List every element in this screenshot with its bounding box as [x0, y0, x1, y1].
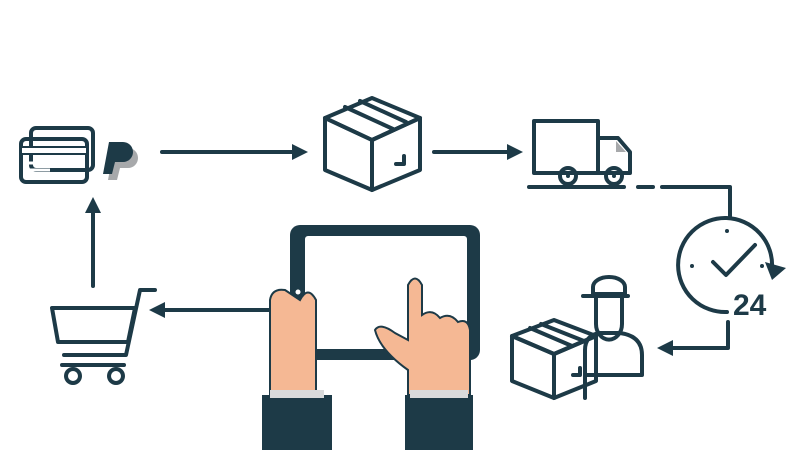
- delivery-truck-icon: [527, 119, 732, 218]
- clock-24-label: 24: [733, 289, 767, 322]
- payment-icon: [19, 126, 138, 184]
- courier-delivery-icon: [510, 275, 644, 400]
- clock-24h-icon: 24: [657, 216, 786, 356]
- package-icon: [323, 96, 422, 192]
- tablet-hands-icon: [262, 225, 480, 450]
- shopping-cart-icon: [50, 288, 157, 385]
- paypal-icon: [103, 142, 138, 180]
